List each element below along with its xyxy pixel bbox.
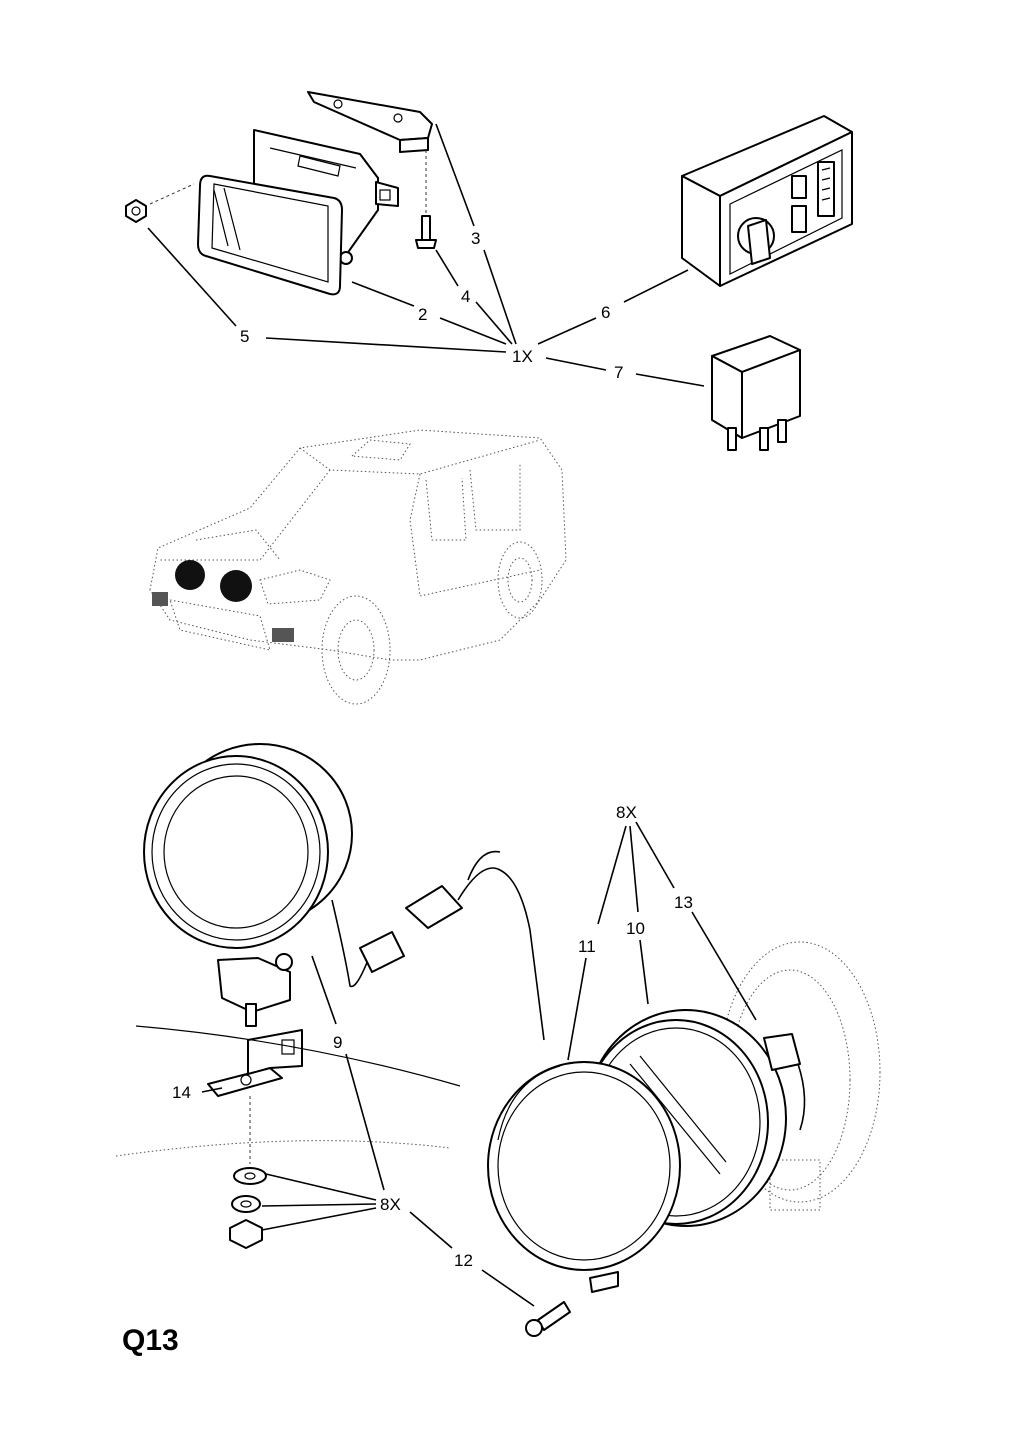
light-switch-part-6 [681, 115, 853, 287]
label-3: 3 [471, 229, 480, 248]
label-7: 7 [614, 363, 623, 382]
callout-labels: 1X 2 3 4 5 6 7 8X 9 10 11 12 13 14 8X Q1… [122, 229, 693, 1357]
mounting-bracket-part-3 [307, 91, 433, 214]
page-code: Q13 [122, 1324, 179, 1357]
label-14: 14 [172, 1083, 191, 1102]
fog-lamp-round-assembly [115, 743, 545, 1249]
label-8x-top: 8X [616, 803, 637, 822]
relay-part-7 [711, 335, 801, 451]
nut-part-5 [125, 183, 195, 223]
label-6: 6 [601, 303, 610, 322]
top-leader-lines [147, 123, 705, 387]
fog-lamp-rectangular-assembly [125, 91, 437, 296]
bottom-leader-lines [201, 821, 757, 1307]
fog-lamp-lens-part-2 [197, 174, 343, 296]
vehicle-illustration [149, 429, 567, 705]
label-1x: 1X [512, 347, 533, 366]
label-8x-bottom: 8X [380, 1195, 401, 1214]
label-11: 11 [578, 937, 596, 956]
fog-lamp-right-highlight [220, 570, 252, 602]
label-13: 13 [674, 893, 693, 912]
label-5: 5 [240, 327, 249, 346]
label-10: 10 [626, 919, 645, 938]
label-12: 12 [454, 1251, 473, 1270]
fog-lamp-left-highlight [175, 560, 205, 590]
label-4: 4 [461, 287, 470, 306]
label-2: 2 [418, 305, 427, 324]
label-9: 9 [333, 1033, 342, 1052]
fog-lamp-exploded-assembly [487, 941, 881, 1337]
screw-part-4 [415, 215, 437, 249]
